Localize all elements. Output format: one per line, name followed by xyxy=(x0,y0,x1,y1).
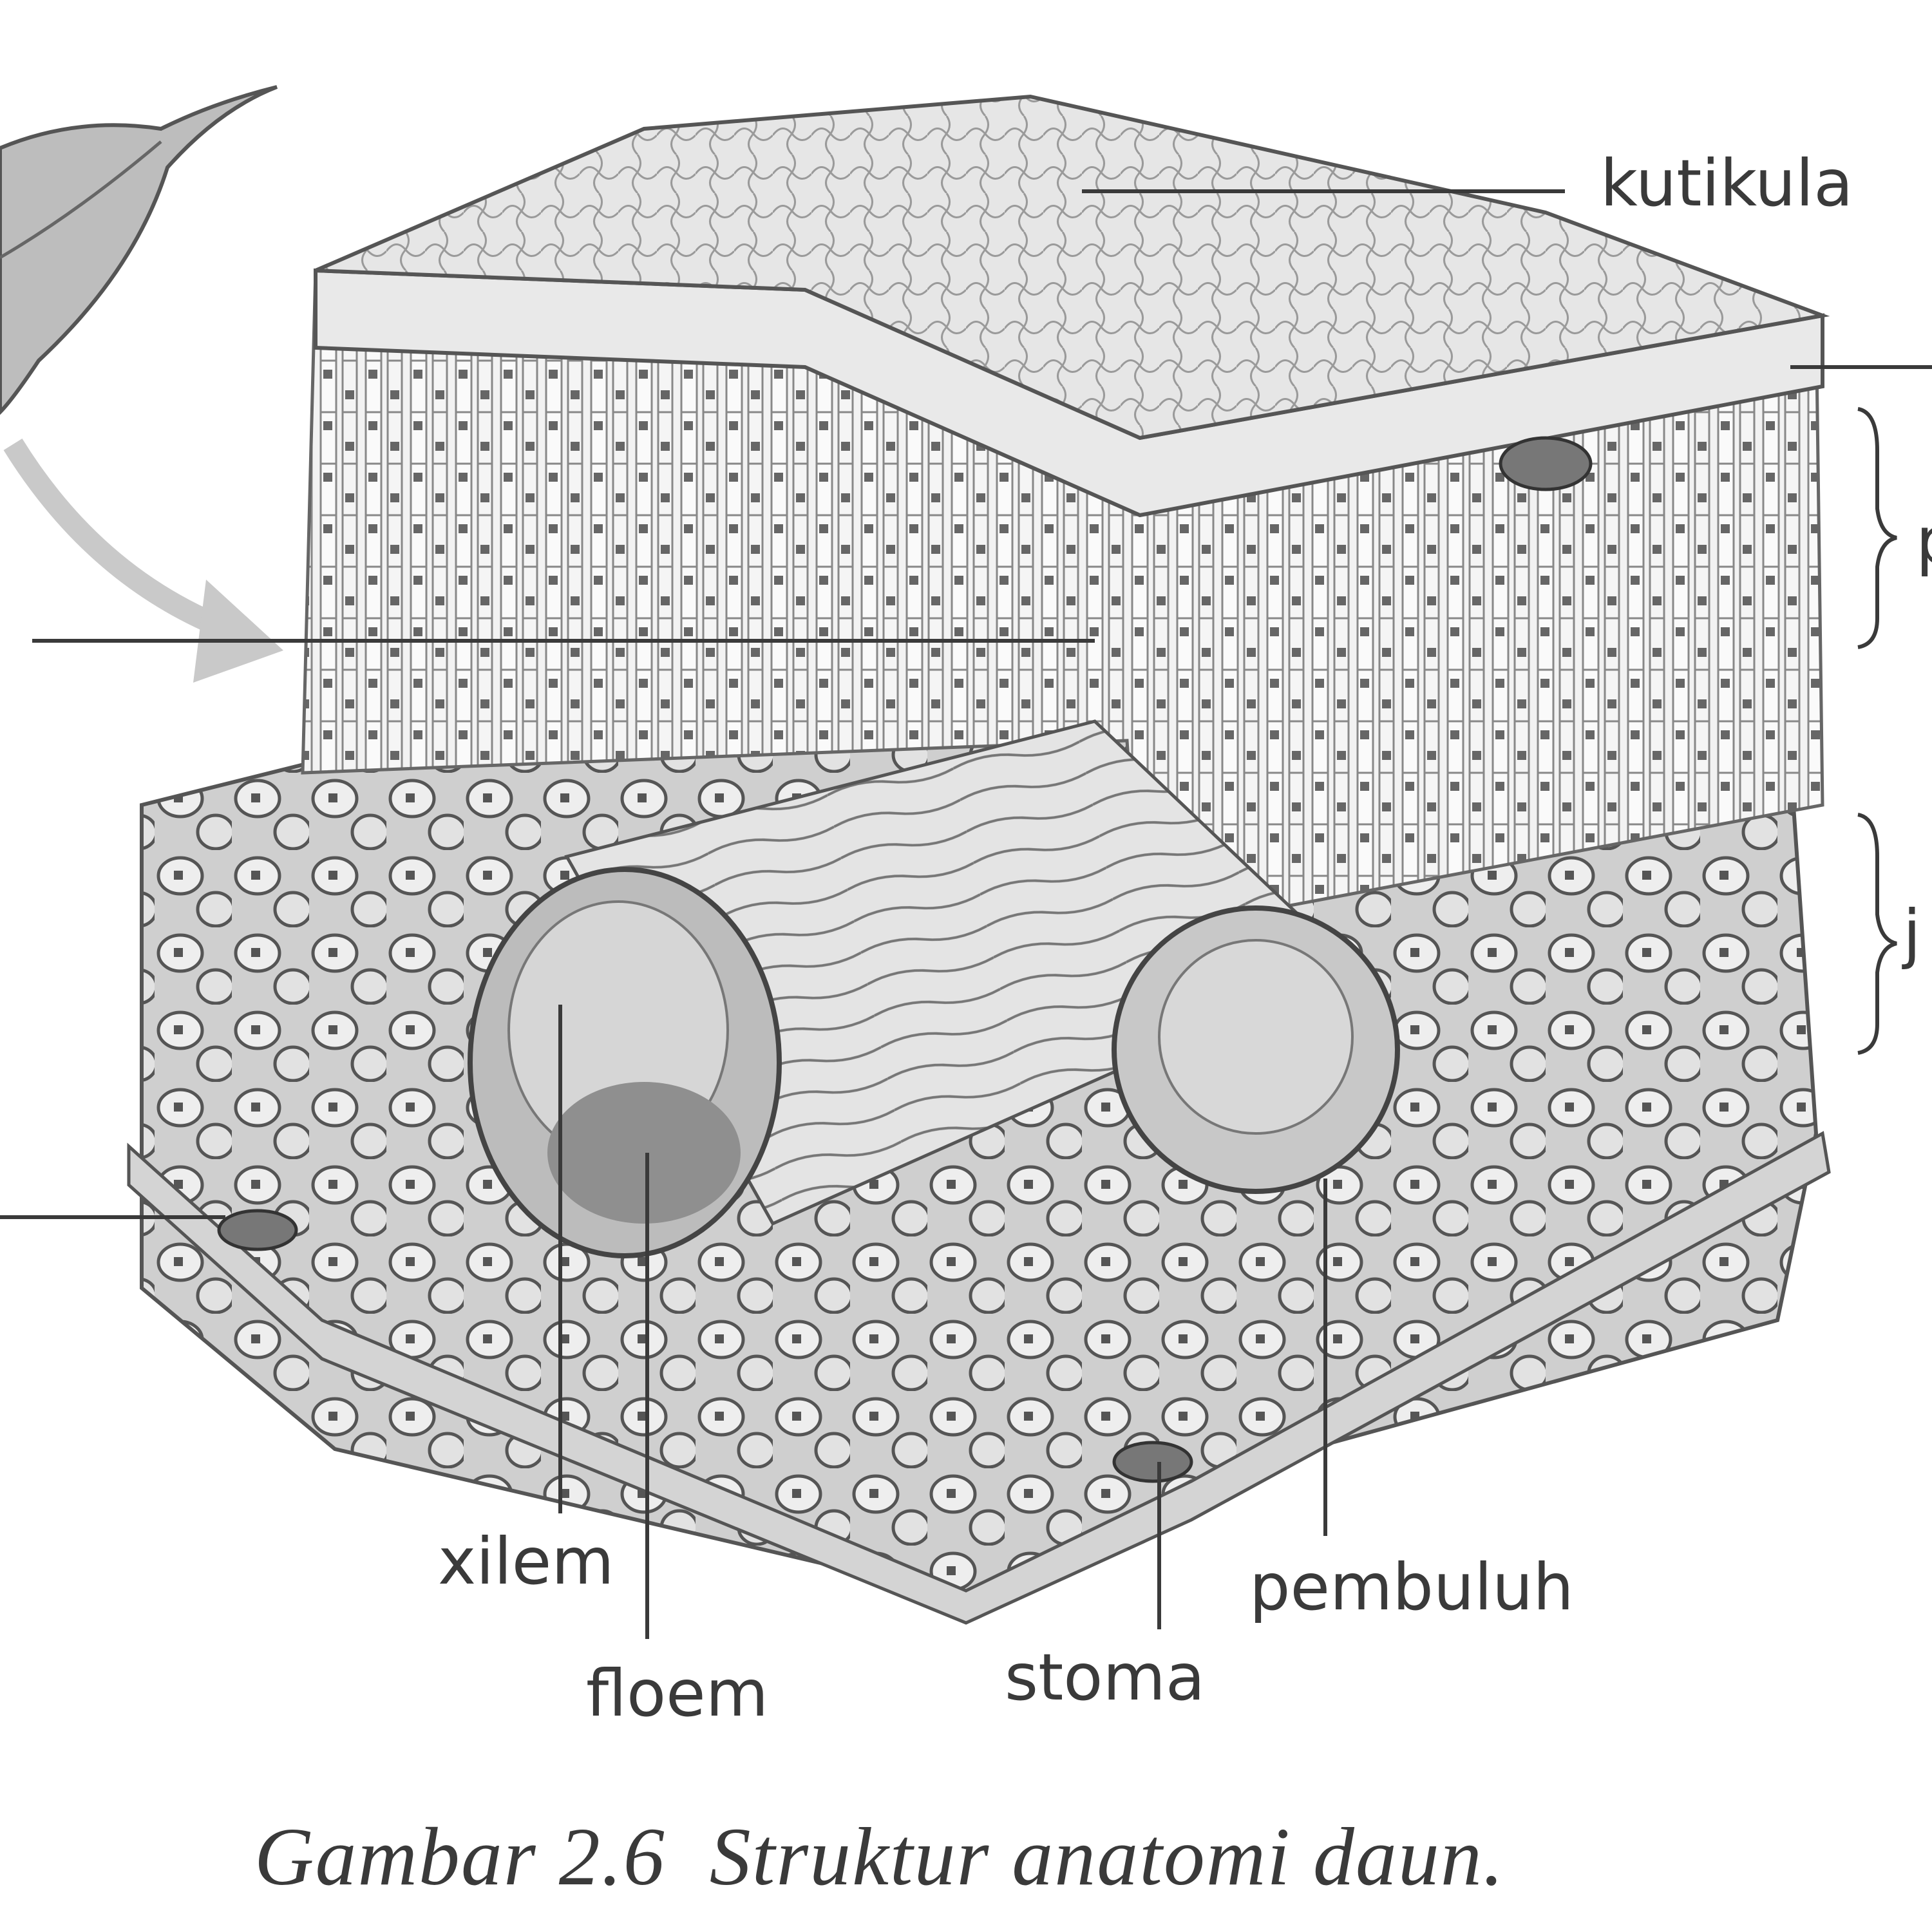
stoma-left xyxy=(217,1209,298,1251)
arrow-icon xyxy=(3,439,236,641)
label-xilem: xilem xyxy=(438,1524,614,1599)
figure-caption: Gambar 2.6 Struktur anatomi daun. xyxy=(254,1811,1505,1902)
label-spons-partial: j xyxy=(1903,896,1921,971)
lower-epidermis xyxy=(127,1131,1831,1625)
cuticle-surface xyxy=(314,94,1830,440)
label-stoma: stoma xyxy=(1005,1640,1206,1715)
stoma-shape xyxy=(1112,1441,1193,1483)
label-pembuluh: pembuluh xyxy=(1249,1549,1574,1625)
magnified-vessel xyxy=(1112,905,1400,1194)
label-palisade-partial: p xyxy=(1916,509,1932,573)
vascular-bundle xyxy=(468,719,1356,1258)
leader-lines xyxy=(0,189,1932,1639)
leaf-sketch xyxy=(0,85,278,415)
arrow-head-icon xyxy=(193,580,283,683)
label-floem: floem xyxy=(586,1656,769,1731)
label-kutikula: kutikula xyxy=(1600,146,1853,221)
stoma-upper xyxy=(1499,436,1593,491)
